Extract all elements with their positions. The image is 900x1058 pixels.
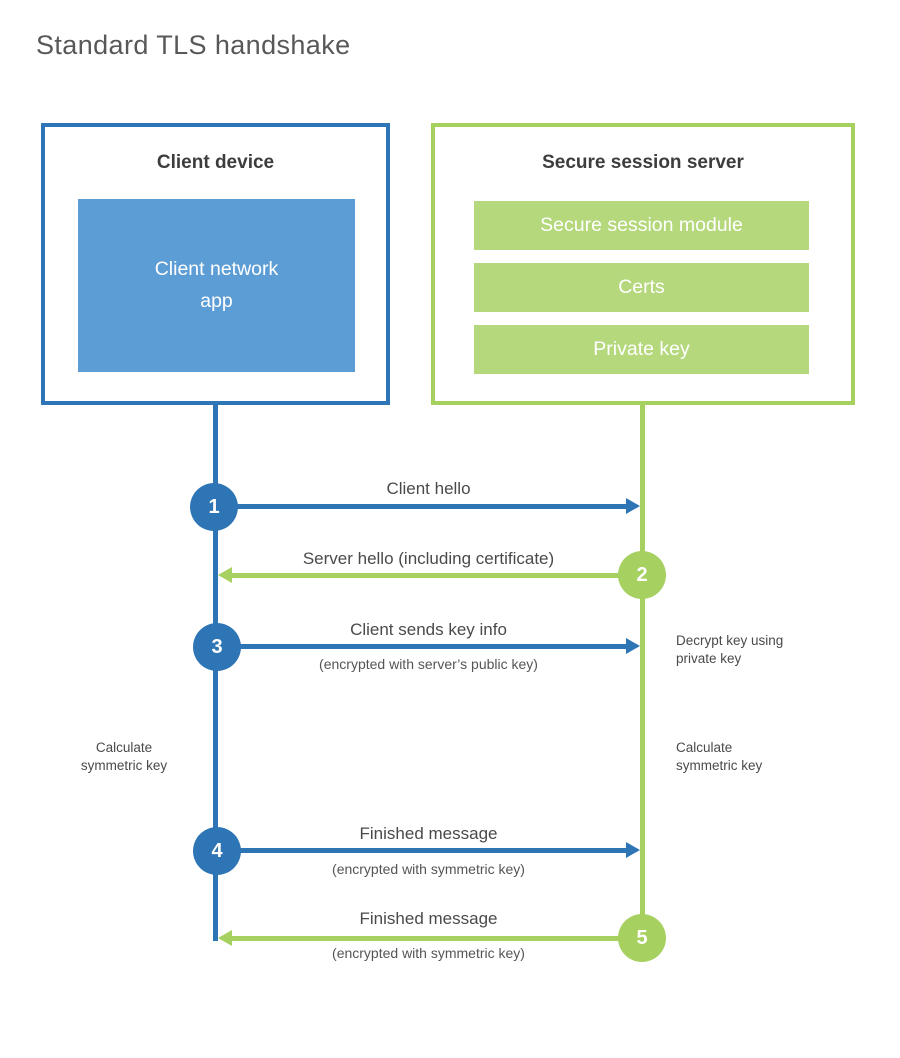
step-2-arrowhead-icon bbox=[218, 567, 232, 583]
note-calculate-symmetric-key-client: Calculate symmetric key bbox=[80, 740, 168, 773]
step-2-label: Server hello (including certificate) bbox=[302, 549, 555, 568]
step-4-label: Finished message bbox=[359, 824, 498, 843]
step-4-arrow bbox=[219, 848, 626, 853]
server-lifeline bbox=[640, 404, 645, 938]
client-device-title: Client device bbox=[156, 152, 275, 173]
step-1-badge: 1 bbox=[190, 483, 238, 531]
step-4-sublabel: (encrypted with symmetric key) bbox=[332, 861, 525, 877]
note-calculate-symmetric-key-server: Calculate symmetric key bbox=[676, 740, 763, 773]
server-module-certs: Certs bbox=[474, 263, 809, 312]
step-1-label: Client hello bbox=[386, 479, 471, 498]
step-5-badge: 5 bbox=[618, 914, 666, 962]
secure-session-server-title: Secure session server bbox=[542, 152, 744, 173]
page-title: Standard TLS handshake bbox=[36, 30, 351, 60]
client-device-box: Client device Client network app bbox=[41, 123, 390, 405]
step-3-arrow bbox=[219, 644, 626, 649]
client-network-app-box: Client network app bbox=[78, 199, 355, 372]
step-1-arrowhead-icon bbox=[626, 498, 640, 514]
step-5-sublabel: (encrypted with symmetric key) bbox=[332, 945, 525, 961]
step-3-arrowhead-icon bbox=[626, 638, 640, 654]
client-lifeline bbox=[213, 404, 218, 941]
step-5-arrow bbox=[232, 936, 640, 941]
note-decrypt-key: Decrypt key using private key bbox=[676, 633, 784, 666]
secure-session-server-box: Secure session server Secure session mod… bbox=[431, 123, 855, 405]
server-module-secure-session: Secure session module bbox=[474, 201, 809, 250]
step-3-sublabel: (encrypted with server’s public key) bbox=[319, 656, 538, 672]
step-4-arrowhead-icon bbox=[626, 842, 640, 858]
step-2-arrow bbox=[232, 573, 640, 578]
step-5-arrowhead-icon bbox=[218, 930, 232, 946]
step-5-label: Finished message bbox=[359, 909, 498, 928]
server-module-private-key: Private key bbox=[474, 325, 809, 374]
step-2-badge: 2 bbox=[618, 551, 666, 599]
step-3-label: Client sends key info bbox=[350, 620, 507, 639]
step-3-badge: 3 bbox=[193, 623, 241, 671]
step-4-badge: 4 bbox=[193, 827, 241, 875]
step-1-arrow bbox=[216, 504, 626, 509]
